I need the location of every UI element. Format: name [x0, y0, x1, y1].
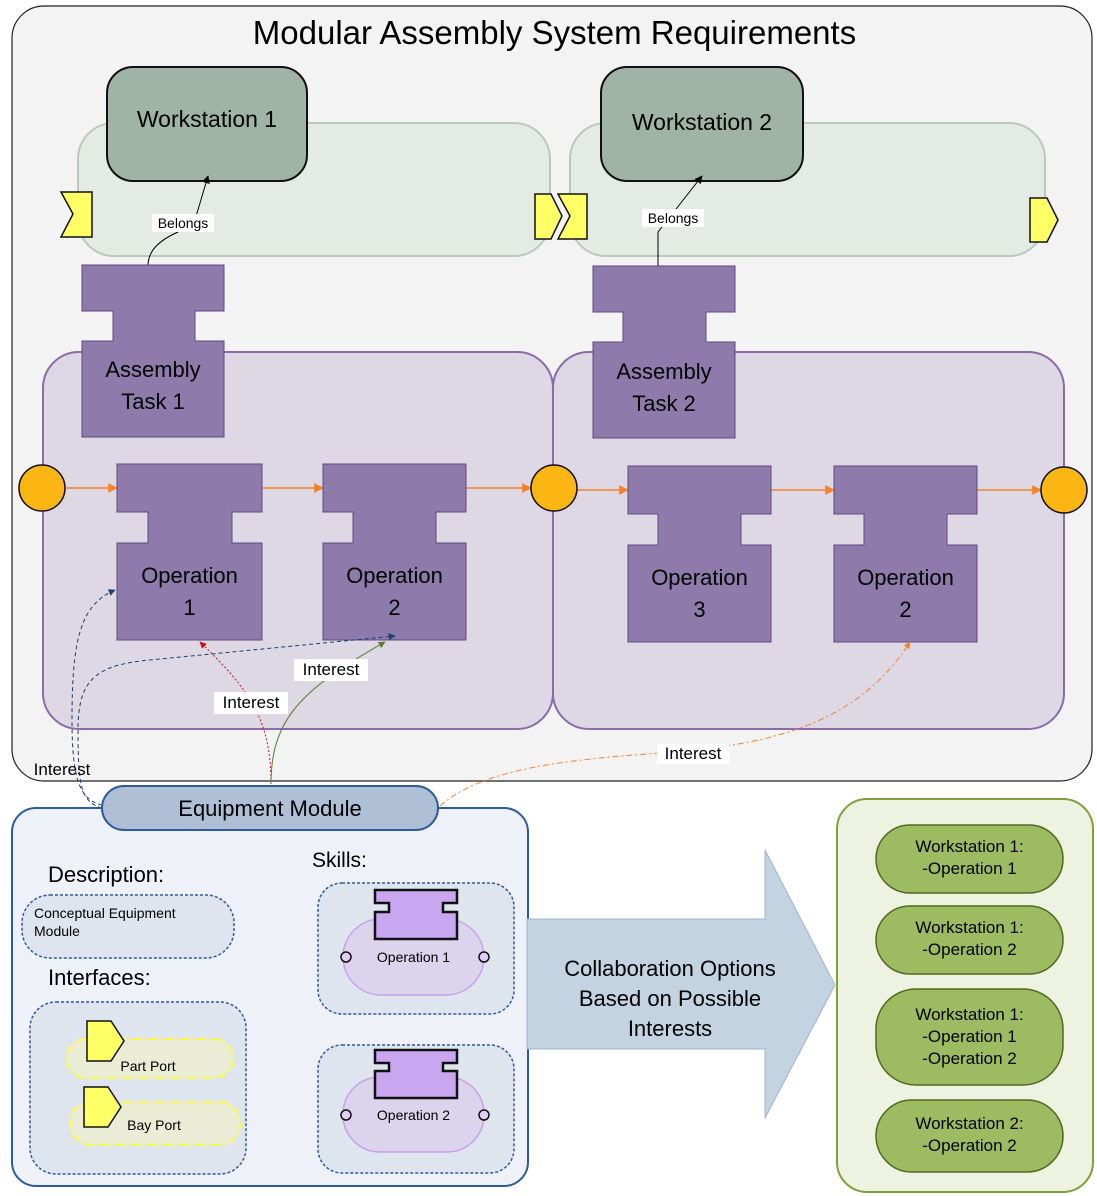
assembly-task-1-line1: Assembly	[105, 357, 201, 382]
part-port-icon	[86, 1020, 125, 1062]
collaboration-arrow	[526, 849, 836, 1119]
interest-label-bg	[214, 692, 288, 714]
skill-port-icon	[340, 951, 352, 963]
option-3-line2: -Operation 1	[922, 1027, 1017, 1046]
skill-1-label: Operation 1	[376, 949, 451, 965]
interfaces-header: Interfaces:	[48, 965, 151, 990]
equipment-module-title: Equipment Module	[178, 796, 362, 821]
assembly-task-2-line1: Assembly	[616, 359, 712, 384]
interest-connector-op2-blue	[77, 633, 396, 809]
interfaces-box	[29, 1001, 247, 1175]
interest-label: Interest	[302, 660, 360, 679]
intermediate-event-icon	[530, 464, 578, 512]
skills-header: Skills:	[312, 849, 367, 872]
option-item[interactable]	[875, 905, 1064, 975]
option-3-text: Workstation 1: -Operation 1 -Operation 2	[876, 1004, 1063, 1070]
option-1-line2: -Operation 1	[922, 859, 1017, 878]
assembly-task-1-label: Assembly Task 1	[82, 354, 224, 418]
equipment-module-title-box[interactable]	[101, 785, 439, 831]
skill-port-icon	[478, 951, 490, 963]
bay-port-label: Bay Port	[127, 1117, 181, 1133]
assembly-task-2-label: Assembly Task 2	[593, 356, 735, 420]
option-4-line2: -Operation 2	[922, 1136, 1017, 1155]
interest-label-bg	[294, 659, 368, 681]
operation-3-shape[interactable]	[627, 465, 772, 643]
belongs-label: Belongs	[157, 215, 209, 231]
skill-2-label: Operation 2	[376, 1107, 451, 1123]
interest-label: Interest	[664, 744, 722, 763]
option-item[interactable]	[875, 988, 1064, 1086]
option-3-line3: -Operation 2	[922, 1049, 1017, 1068]
option-1-text: Workstation 1: -Operation 1	[876, 836, 1063, 880]
operation-2-shape[interactable]	[322, 463, 467, 641]
skill-1-operation-icon	[373, 888, 459, 941]
option-item[interactable]	[875, 824, 1064, 894]
skill-port-icon	[340, 1109, 352, 1121]
assembly-task-2-line2: Task 2	[632, 391, 696, 416]
description-header: Description:	[48, 862, 165, 887]
option-1-line1: Workstation 1:	[915, 837, 1024, 856]
operation-3-line2: 3	[693, 597, 706, 622]
option-item[interactable]	[875, 1099, 1064, 1173]
interest-connector-ws2-op2	[439, 641, 911, 807]
option-2-line2: -Operation 2	[922, 940, 1017, 959]
operation-1-line1: Operation	[141, 563, 238, 588]
operation-2-label: Operation 2	[323, 560, 466, 624]
assembly-task-2-shape[interactable]	[592, 265, 736, 439]
interest-label-bg	[657, 744, 729, 764]
interest-label: Interest	[33, 760, 91, 779]
assembly-task-1-line2: Task 1	[121, 389, 185, 414]
workstation-1-label: Workstation 1	[136, 106, 278, 132]
option-3-line1: Workstation 1:	[915, 1005, 1024, 1024]
interest-connector-op2	[270, 641, 386, 785]
part-port-label: Part Port	[120, 1058, 176, 1074]
page-title: Modular Assembly System Requirements	[252, 14, 857, 51]
operation-2b-line1: Operation	[857, 565, 954, 590]
option-4-line1: Workstation 2:	[915, 1114, 1024, 1133]
interest-label: Interest	[222, 693, 280, 712]
operation-2-line1: Operation	[346, 563, 443, 588]
skill-2-operation-icon	[373, 1048, 459, 1100]
operation-3-label: Operation 3	[628, 562, 771, 626]
lane-out-port-icon	[1029, 197, 1059, 243]
start-event-icon	[18, 464, 66, 512]
belongs-connector	[657, 175, 703, 268]
operation-3-line1: Operation	[651, 565, 748, 590]
lane-in-port-icon	[59, 191, 93, 238]
workstation-2-label: Workstation 2	[631, 109, 773, 135]
operation-1-label: Operation 1	[117, 560, 262, 624]
belongs-label-bg	[642, 209, 704, 227]
operation-2b-label: Operation 2	[834, 562, 977, 626]
belongs-label: Belongs	[647, 210, 699, 226]
option-2-line1: Workstation 1:	[915, 918, 1024, 937]
collaboration-arrow-label: Collaboration Options Based on Possible …	[564, 956, 776, 1041]
interest-connector-op1	[199, 641, 272, 785]
operation-2b-shape[interactable]	[833, 465, 978, 643]
skill-port-icon	[478, 1109, 490, 1121]
option-4-text: Workstation 2: -Operation 2	[876, 1113, 1063, 1157]
end-event-icon	[1040, 466, 1088, 514]
lane-in-port-icon	[556, 193, 588, 240]
lane-out-port-icon	[534, 193, 563, 240]
option-2-text: Workstation 1: -Operation 2	[876, 917, 1063, 961]
operation-1-line2: 1	[183, 595, 196, 620]
description-box	[21, 894, 235, 959]
bay-port-icon	[83, 1086, 122, 1128]
operation-2b-line2: 2	[899, 597, 912, 622]
operation-2-line2: 2	[388, 595, 401, 620]
operation-1-shape[interactable]	[116, 463, 263, 641]
belongs-label-bg	[152, 214, 214, 232]
description-text: Conceptual Equipment Module	[34, 905, 176, 939]
assembly-task-1-shape[interactable]	[81, 264, 225, 438]
